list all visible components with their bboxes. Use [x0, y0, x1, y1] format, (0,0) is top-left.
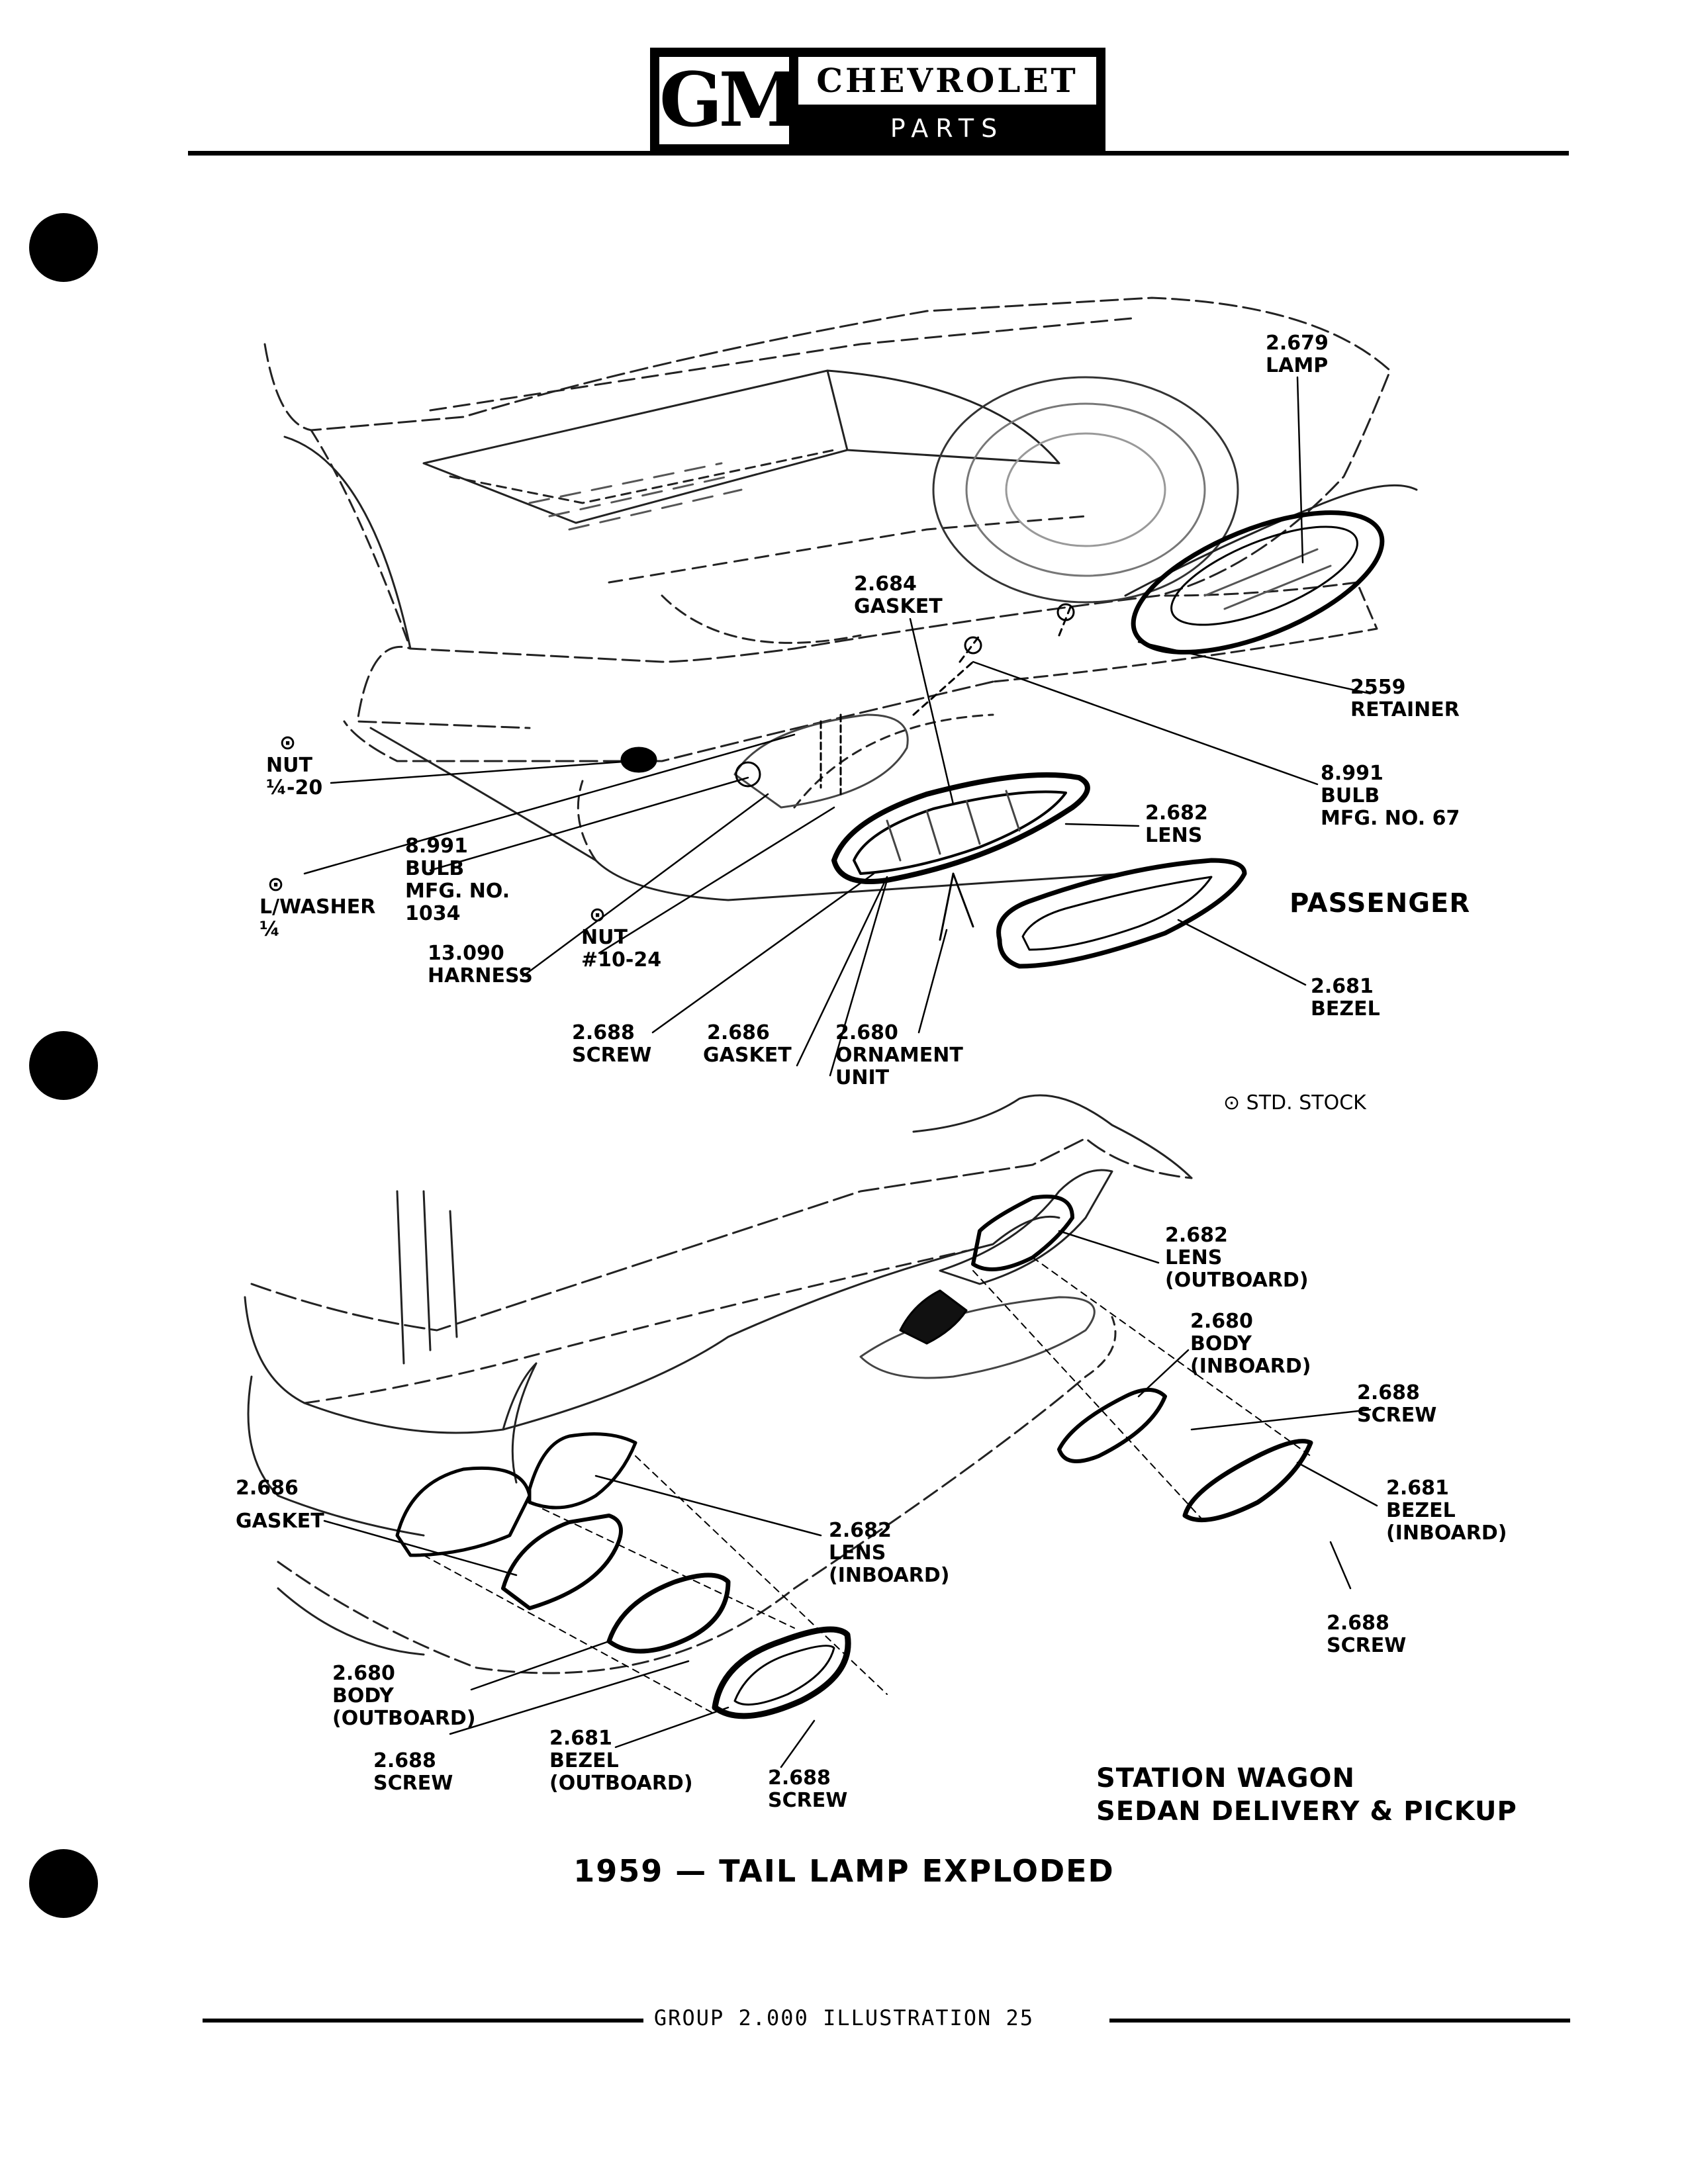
binder-hole-middle	[29, 1031, 98, 1100]
std-stock-symbol: ⊙	[267, 873, 285, 896]
footer-reference: GROUP 2.000 ILLUSTRATION 25	[653, 2005, 1035, 2030]
footer-rule-right	[1109, 2019, 1570, 2023]
brand-name: CHEVROLET	[798, 57, 1096, 105]
callout-nut-10-24: ⊙NUT#10-24	[581, 903, 662, 972]
wagon-leader-lines	[323, 1230, 1378, 1768]
passenger-label: PASSENGER	[1289, 888, 1471, 919]
footer-rule-left	[203, 2019, 643, 2023]
passenger-car-body	[263, 296, 1418, 901]
std-stock-legend: ⊙ STD. STOCK	[1223, 1091, 1366, 1115]
catalogue-subtitle: PARTS CATALOGUE	[839, 114, 1055, 183]
wagon-lamp-parts	[395, 1195, 1313, 1719]
std-stock-symbol: ⊙	[589, 903, 606, 927]
wagon-car-body	[244, 1094, 1193, 1674]
illustration-caption: 1959 — TAIL LAMP EXPLODED	[573, 1853, 1115, 1889]
passenger-leader-lines	[303, 376, 1372, 1077]
wagon-label-2: SEDAN DELIVERY & PICKUP	[1096, 1796, 1517, 1827]
header-rule	[188, 151, 1569, 156]
wagon-label-1: STATION WAGON	[1096, 1763, 1356, 1794]
binder-hole-top	[29, 213, 98, 282]
binder-hole-bottom	[29, 1849, 98, 1918]
std-stock-symbol: ⊙	[279, 731, 297, 754]
gm-logo-mark: GM	[659, 57, 801, 144]
